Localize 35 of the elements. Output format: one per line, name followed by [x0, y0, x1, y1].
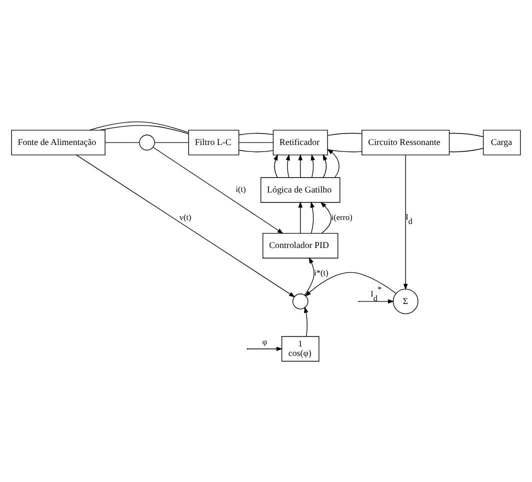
- arrow: [310, 154, 315, 178]
- arrow: [304, 306, 308, 336]
- arrow: [322, 154, 328, 178]
- node-box: Circuito Ressonante: [362, 129, 450, 155]
- connector: [449, 132, 484, 137]
- arrow: [304, 272, 396, 296]
- arrow: [76, 154, 296, 297]
- connector: [327, 132, 362, 136]
- arrow: [298, 200, 303, 234]
- node-circle: [292, 293, 308, 309]
- arrow: [286, 154, 290, 178]
- node-box: Controlador PID: [262, 232, 338, 258]
- node-box: Retificador: [272, 129, 328, 155]
- arrow: [403, 154, 408, 290]
- connector: [238, 149, 274, 152]
- connector: [238, 132, 274, 135]
- arrow: [152, 146, 284, 234]
- connector: [100, 124, 189, 134]
- connector: [327, 148, 362, 152]
- connector: [89, 121, 189, 132]
- node-circle: Σ: [392, 288, 418, 314]
- node-box: Fonte de Alimentação: [11, 129, 106, 155]
- arrow: [310, 200, 315, 234]
- arrow: [304, 256, 314, 295]
- node-box: Lógica de Gatilho: [260, 176, 340, 202]
- connector: [449, 148, 484, 152]
- arrow: [326, 148, 340, 178]
- node-circle: [139, 134, 155, 150]
- node-box: Carga: [482, 129, 521, 155]
- arrow: [298, 154, 303, 178]
- arrow: [247, 346, 283, 351]
- node-box: 1 cos(φ): [281, 336, 320, 362]
- arrow: [273, 154, 278, 178]
- arrow: [320, 201, 332, 234]
- node-box: Filtro L-C: [188, 129, 240, 155]
